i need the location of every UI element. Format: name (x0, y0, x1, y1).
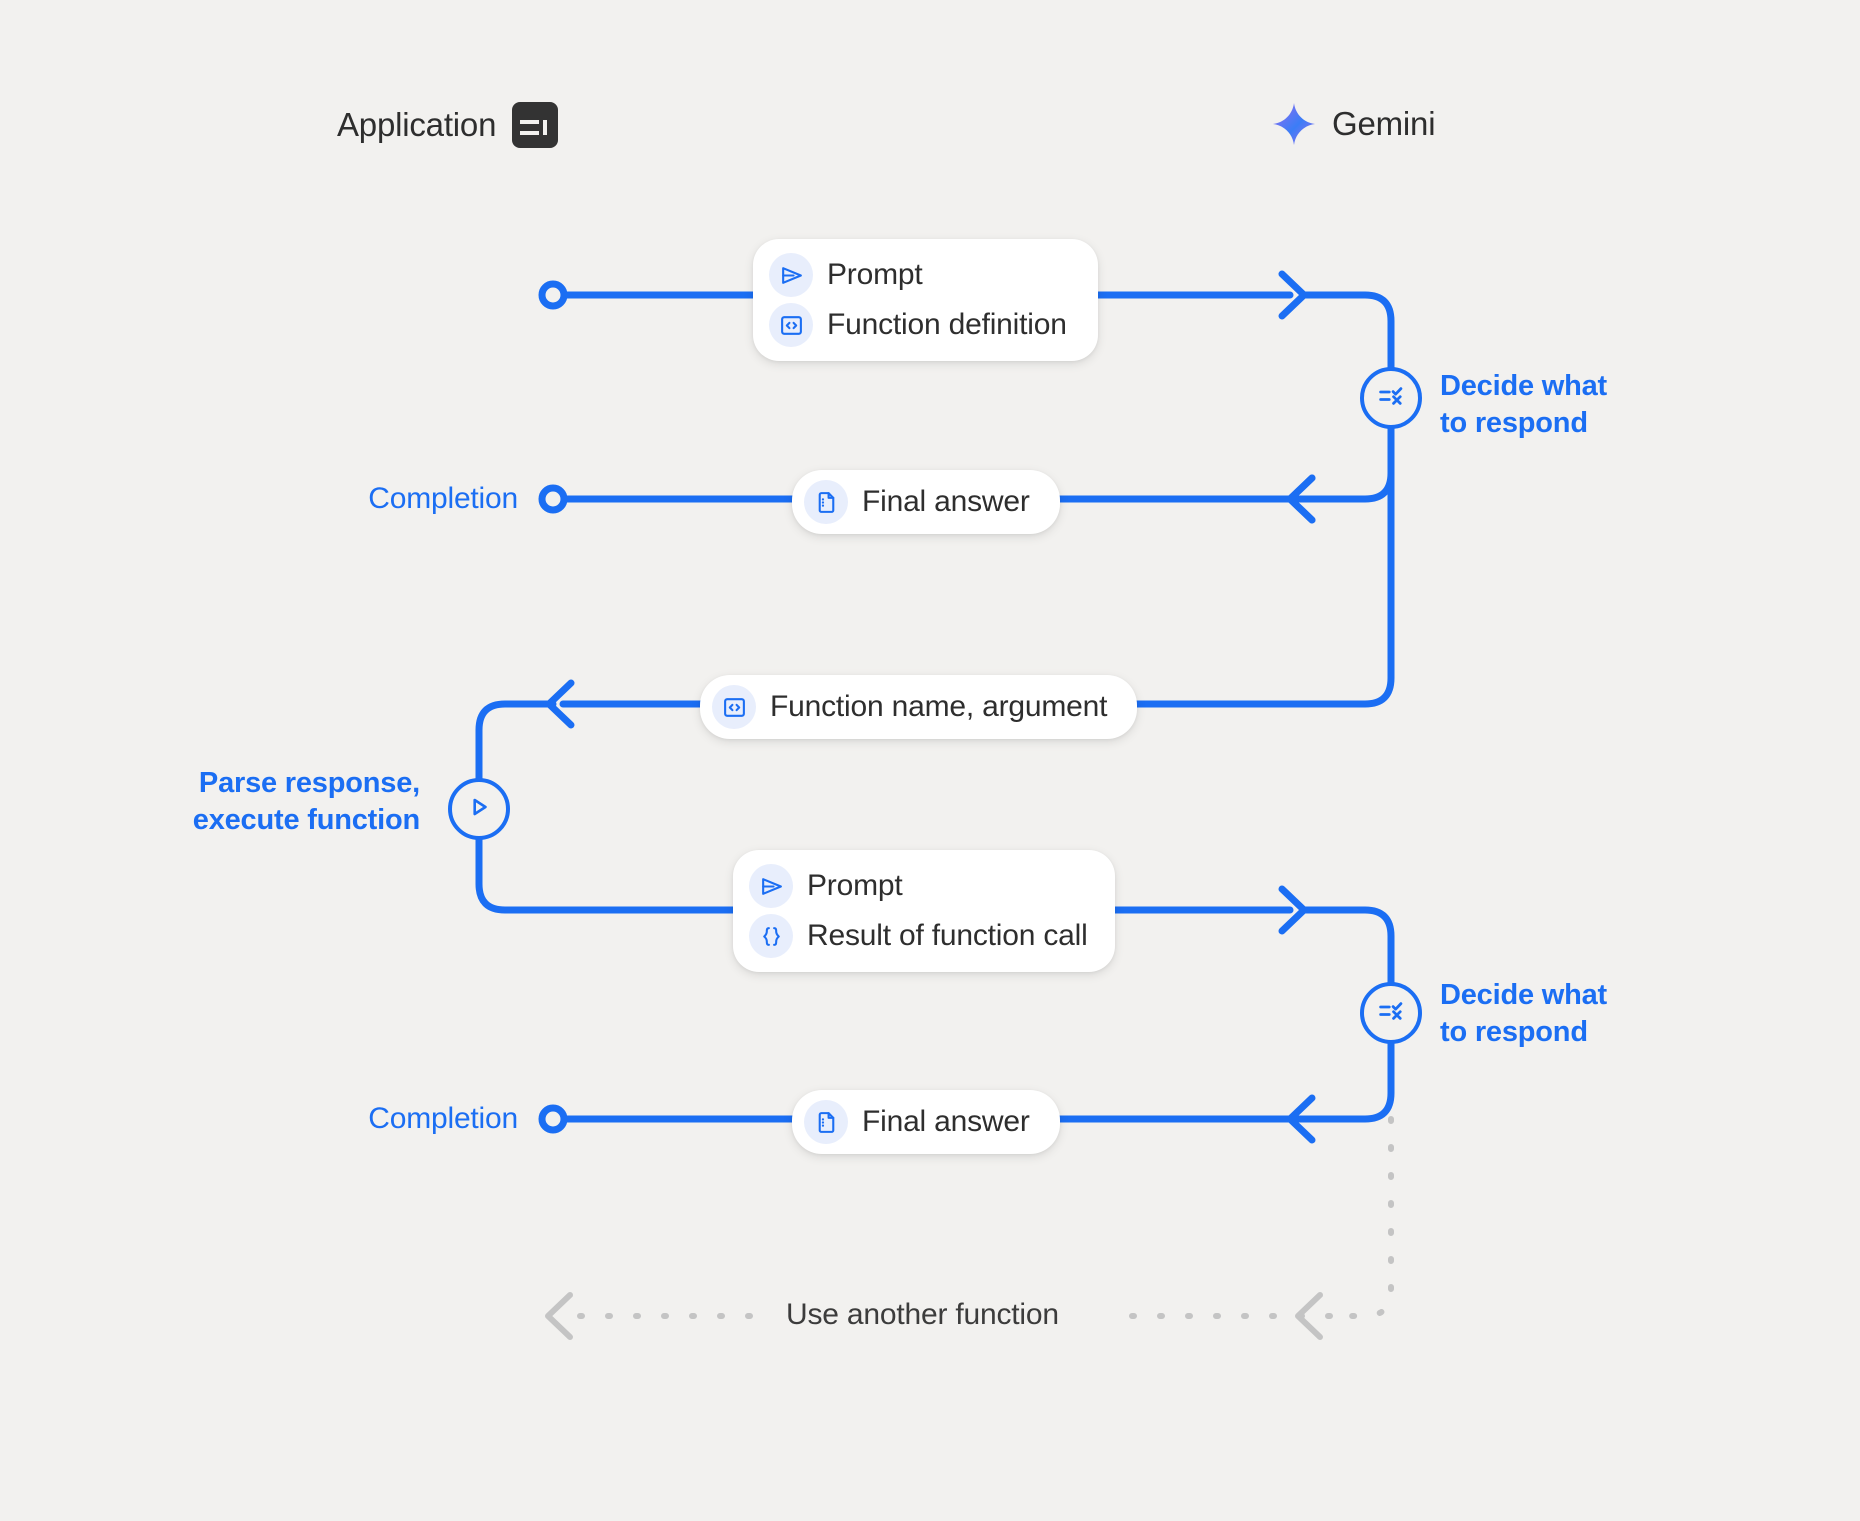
card-row: Prompt (749, 864, 1089, 908)
arrow-final-answer-2 (1286, 1094, 1316, 1144)
lane-title-gemini: Gemini (1332, 105, 1436, 142)
card-row-label: Final answer (862, 485, 1030, 518)
card-row-label: Function definition (827, 308, 1067, 341)
card-row-label: Prompt (827, 258, 923, 291)
card-row: Prompt (769, 253, 1072, 297)
side-label-completion-2: Completion (368, 1102, 518, 1135)
code-brackets-icon (712, 685, 756, 729)
card-row: Function definition (769, 303, 1072, 347)
process-node-decide-1[interactable] (1360, 367, 1422, 429)
wire-gemini-route-3 (1300, 425, 1395, 708)
arrow-prompt-2 (1278, 885, 1308, 935)
arrow-function-name (545, 679, 575, 729)
play-icon (465, 793, 493, 826)
application-layout-icon (512, 102, 559, 148)
wire-gemini-route-5 (1300, 1040, 1395, 1123)
origin-dot-completion-1 (538, 484, 568, 514)
origin-dot-completion-2 (538, 1104, 568, 1134)
wire-gemini-route-1 (1300, 291, 1395, 371)
card-row-label: Prompt (807, 869, 903, 902)
arrow-loop-application (545, 1292, 573, 1340)
message-card-final-answer-2[interactable]: Final answer (792, 1090, 1060, 1154)
arrow-loop-gemini (1295, 1292, 1323, 1340)
loop-label-use-another-function: Use another function (772, 1298, 1073, 1332)
wire-parse-in (475, 700, 557, 782)
message-card-function-name-argument[interactable]: Function name, argument (700, 675, 1138, 739)
decide-checklist-icon (1376, 996, 1406, 1031)
document-icon (804, 1100, 848, 1144)
wire-gemini-route-2 (1300, 425, 1395, 503)
arrow-prompt-1 (1278, 270, 1308, 320)
send-prompt-icon (769, 253, 813, 297)
card-row: Function name, argument (712, 685, 1107, 729)
card-row-label: Function name, argument (770, 690, 1108, 723)
code-brackets-icon (769, 303, 813, 347)
message-card-prompt-result-of-function-call[interactable]: Prompt Result of function call (733, 850, 1115, 972)
wire-gemini-route-4 (1300, 906, 1395, 986)
message-card-final-answer-1[interactable]: Final answer (792, 470, 1060, 534)
message-card-prompt-function-definition[interactable]: Prompt Function definition (753, 239, 1098, 361)
card-row-label: Final answer (862, 1105, 1030, 1138)
arrow-final-answer-1b (1286, 474, 1316, 524)
card-row: Result of function call (749, 914, 1089, 958)
process-node-parse-execute[interactable] (448, 778, 510, 840)
gemini-sparkle-icon (1272, 102, 1316, 146)
curly-braces-icon (749, 914, 793, 958)
card-row: Final answer (804, 1100, 1030, 1144)
document-icon (804, 480, 848, 524)
arrow-final-answer-1 (1286, 474, 1316, 524)
process-label-decide-1: Decide what to respond (1440, 370, 1608, 440)
wire-loop-vertical (1327, 1116, 1394, 1319)
send-prompt-icon (749, 864, 793, 908)
decide-checklist-icon (1376, 381, 1406, 416)
side-label-completion-1: Completion (368, 482, 518, 515)
lane-header-gemini: Gemini (1272, 102, 1436, 146)
process-label-decide-2: Decide what to respond (1440, 979, 1608, 1049)
process-node-decide-2[interactable] (1360, 982, 1422, 1044)
card-row: Final answer (804, 480, 1030, 524)
lane-header-application: Application (337, 102, 559, 148)
lane-title-application: Application (337, 106, 497, 143)
wire-parse-out (475, 836, 549, 914)
process-label-parse-execute: Parse response, execute function (192, 767, 420, 837)
card-row-label: Result of function call (807, 919, 1088, 952)
origin-dot-prompt-1 (538, 280, 568, 310)
